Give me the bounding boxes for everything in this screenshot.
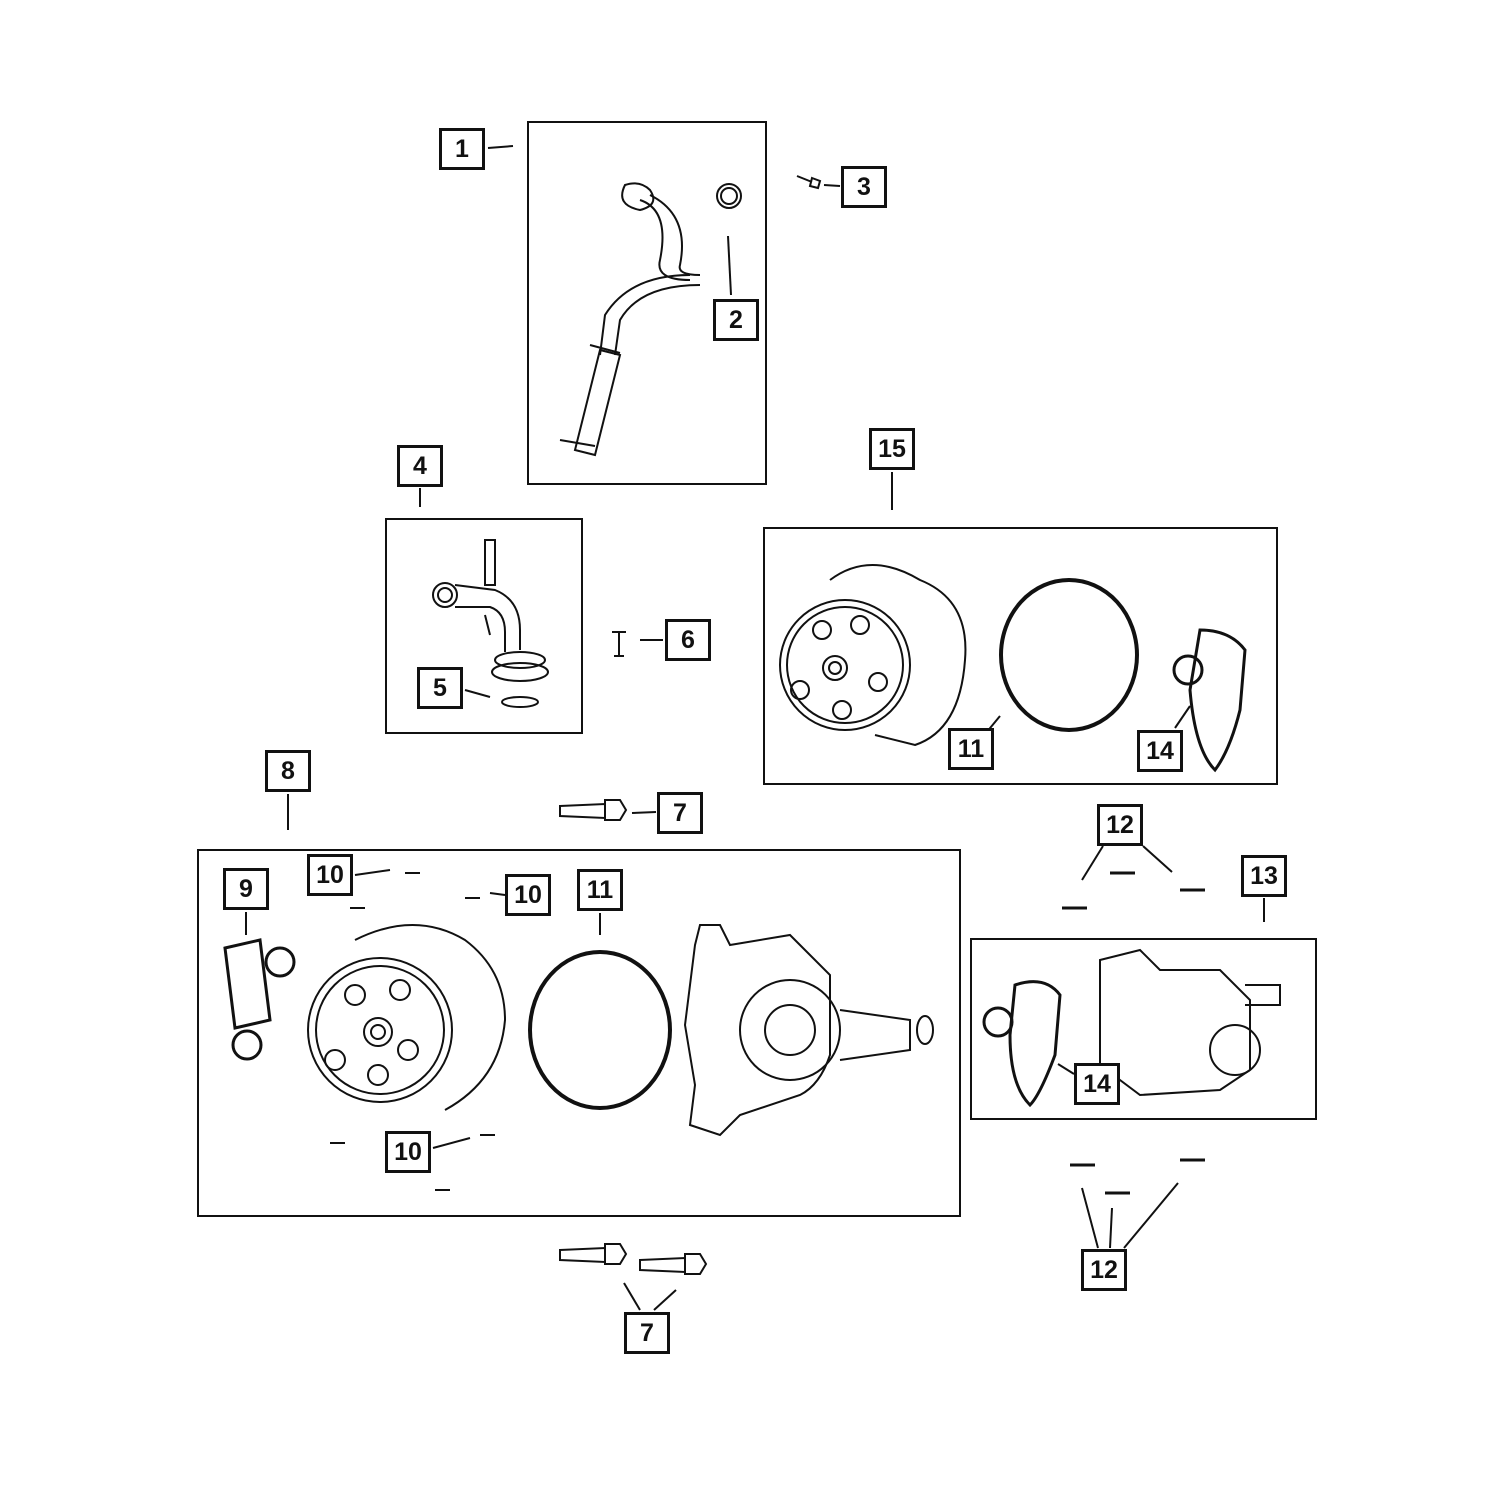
callout-12-lower[interactable]: 12: [1081, 1249, 1127, 1291]
callout-10-bottom[interactable]: 10: [385, 1131, 431, 1173]
thermostat-housing-part-13: [982, 948, 1281, 1108]
leader-lines: [245, 145, 1265, 1311]
small-bolts: [330, 871, 1205, 1195]
callout-10-upper-right[interactable]: 10: [505, 874, 551, 916]
callout-7-top[interactable]: 7: [657, 792, 703, 834]
bolt-part-7: [559, 799, 708, 1275]
coolant-fitting-part-4: [432, 539, 549, 708]
callout-15[interactable]: 15: [869, 428, 915, 470]
callout-6[interactable]: 6: [665, 619, 711, 661]
callout-12-upper[interactable]: 12: [1097, 804, 1143, 846]
callout-13[interactable]: 13: [1241, 855, 1287, 897]
callout-10-upper-left[interactable]: 10: [307, 854, 353, 896]
callout-14-lower[interactable]: 14: [1074, 1063, 1120, 1105]
callout-11-lower[interactable]: 11: [577, 869, 623, 911]
group-frame-15: [763, 527, 1278, 785]
callout-5[interactable]: 5: [417, 667, 463, 709]
callout-11-upper[interactable]: 11: [948, 728, 994, 770]
group-frame-8: [197, 849, 961, 1217]
callout-7-bottom[interactable]: 7: [624, 1312, 670, 1354]
water-pump-part-8: [223, 924, 934, 1137]
group-frame-1: [527, 121, 767, 485]
callout-3[interactable]: 3: [841, 166, 887, 208]
callout-14-upper[interactable]: 14: [1137, 730, 1183, 772]
water-pump-part-15: [779, 564, 1247, 773]
callout-4[interactable]: 4: [397, 445, 443, 487]
bolt-part-6: [612, 631, 626, 657]
bolt-part-3: [796, 175, 822, 190]
callout-9[interactable]: 9: [223, 868, 269, 910]
group-frame-13: [970, 938, 1317, 1120]
group-frame-4: [385, 518, 583, 734]
callout-1[interactable]: 1: [439, 128, 485, 170]
callout-2[interactable]: 2: [713, 299, 759, 341]
callout-8[interactable]: 8: [265, 750, 311, 792]
coolant-tube-part-1: [559, 182, 742, 457]
